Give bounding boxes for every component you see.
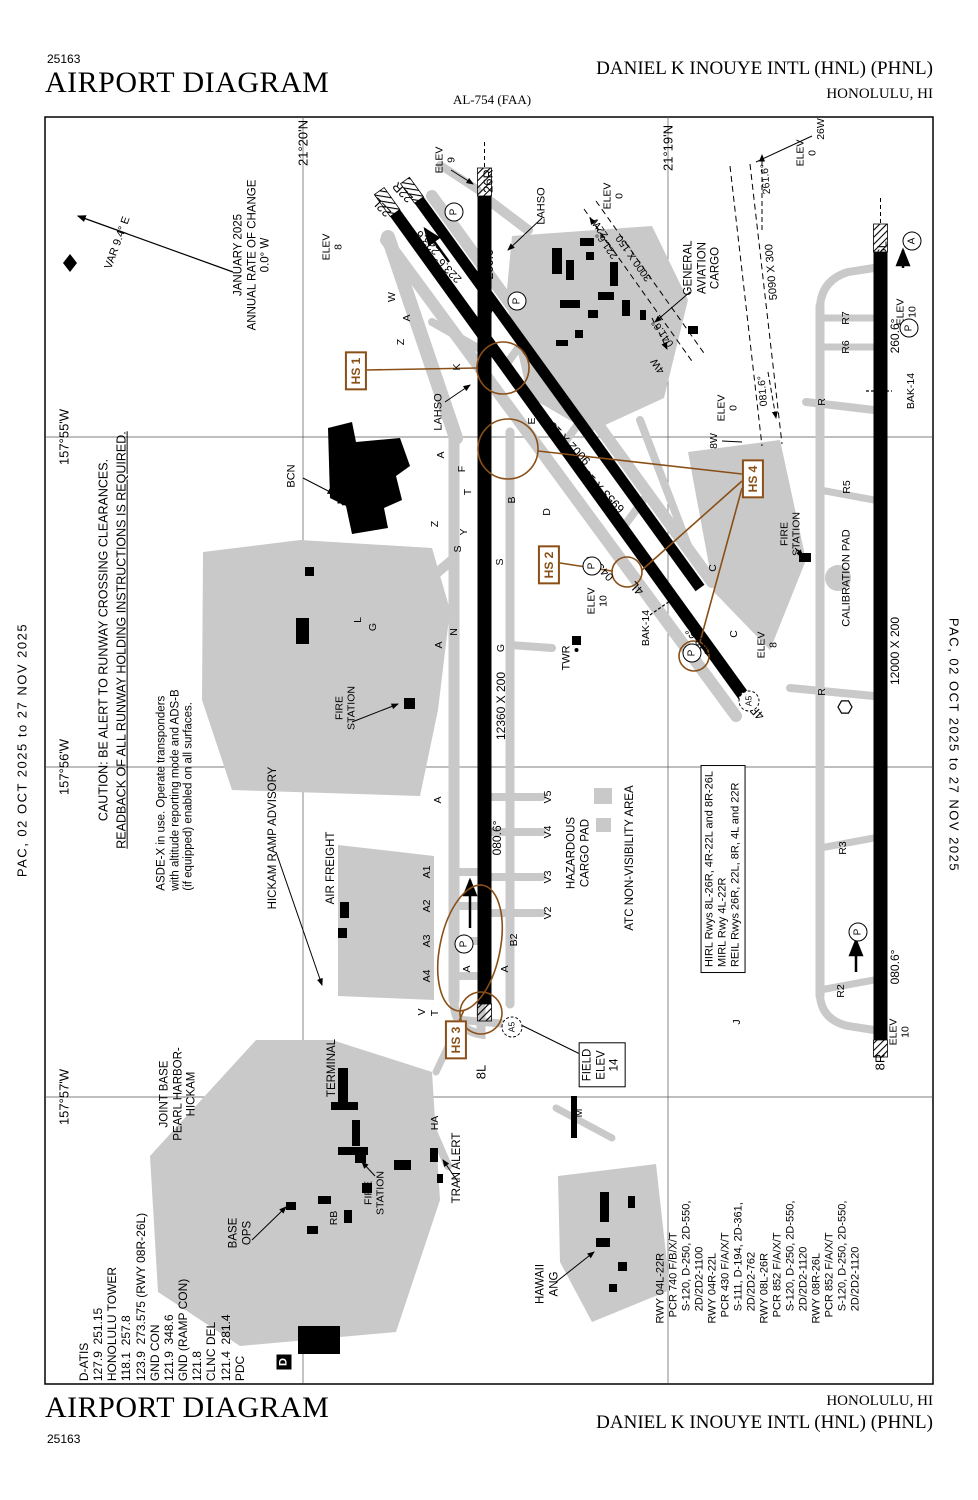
aprons <box>150 226 851 1346</box>
page-title-top: AIRPORT DIAGRAM <box>45 66 330 99</box>
diagram-border <box>44 116 934 1385</box>
chart-number-bottom: 25163 <box>47 1432 81 1446</box>
leader-lines <box>251 135 813 1283</box>
city-bottom: HONOLULU, HI <box>826 1393 933 1409</box>
airport-name-top: DANIEL K INOUYE INTL (HNL) (PHNL) <box>596 58 933 79</box>
procedure-id: AL-754 (FAA) <box>452 92 532 107</box>
runways <box>477 196 888 1040</box>
arresting-gear-marks <box>649 390 892 616</box>
runway-diagonals <box>390 196 753 706</box>
heading-arrows <box>423 226 911 972</box>
extended-centerlines <box>484 142 881 224</box>
airport-name-bottom: DANIEL K INOUYE INTL (HNL) (PHNL) <box>596 1412 933 1433</box>
displaced-thresholds <box>373 167 888 1058</box>
hexagon-symbol <box>837 700 853 714</box>
chart-number-top: 25163 <box>47 52 81 66</box>
sealane-arrows <box>589 154 778 419</box>
page-title-bottom: AIRPORT DIAGRAM <box>45 1391 330 1424</box>
city-top: HONOLULU, HI <box>826 86 933 102</box>
sealanes <box>583 163 783 447</box>
beacon-symbol <box>335 490 351 506</box>
compass-arrow <box>63 215 234 273</box>
buildings <box>286 238 811 1354</box>
